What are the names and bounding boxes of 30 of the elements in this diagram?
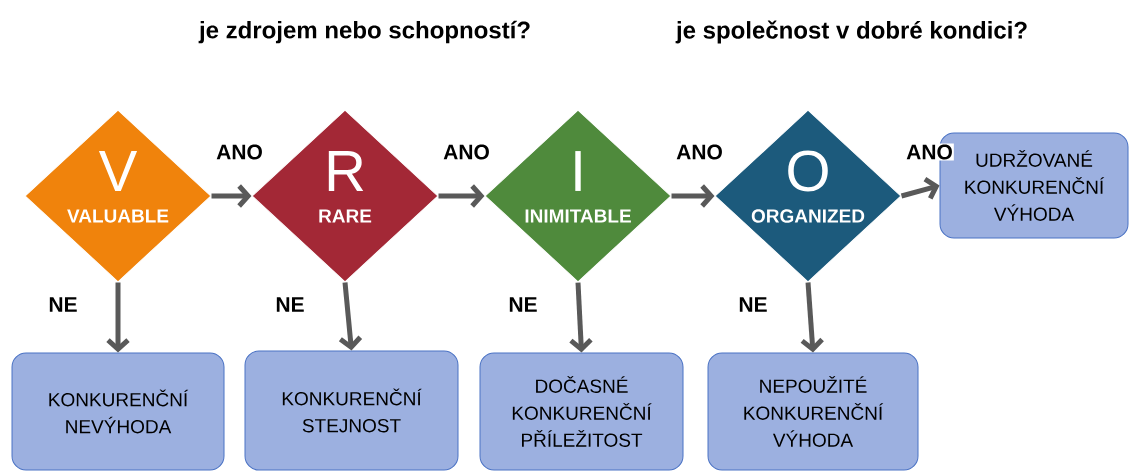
result-box: KONKURENČNÍ STEJNOST xyxy=(244,350,459,471)
arrow xyxy=(338,282,363,351)
question-heading: je zdrojem nebo schopností? xyxy=(198,20,530,44)
diamond-label: VALUABLE xyxy=(67,209,169,223)
result-box: KONKURENČNÍ NEVÝHODA xyxy=(11,352,225,471)
arrow xyxy=(569,282,593,353)
result-box: DOČASNÉ KONKURENČNÍ PŘÍLEŽITOST xyxy=(479,352,684,471)
diamond-letter: R xyxy=(328,151,364,191)
question-heading: je společnost v dobré kondici? xyxy=(675,20,1027,44)
diamond-letter: V xyxy=(98,151,138,191)
diamond-label: RARE xyxy=(319,209,372,223)
edge-label: NE xyxy=(274,296,306,313)
arrow xyxy=(900,177,940,200)
diamond-label: ORGANIZED xyxy=(751,209,865,223)
edge-label: NE xyxy=(507,296,539,313)
edge-label: NE xyxy=(47,296,79,313)
diamond-letter: O xyxy=(788,150,828,192)
edge-label: ANO xyxy=(675,143,724,161)
arrow xyxy=(438,184,485,208)
edge-label: ANO xyxy=(442,143,491,161)
diamond-label: INIMITABLE xyxy=(525,209,631,223)
arrow xyxy=(800,282,824,353)
edge-label: ANO xyxy=(905,143,954,161)
edge-label: ANO xyxy=(215,143,264,161)
diamond-letter: I xyxy=(575,151,581,191)
arrow xyxy=(671,184,715,208)
result-box: NEPOUŽITÉ KONKURENČNÍ VÝHODA xyxy=(707,352,919,471)
edge-label: NE xyxy=(737,296,769,313)
arrow xyxy=(211,184,252,208)
arrow xyxy=(106,282,130,353)
